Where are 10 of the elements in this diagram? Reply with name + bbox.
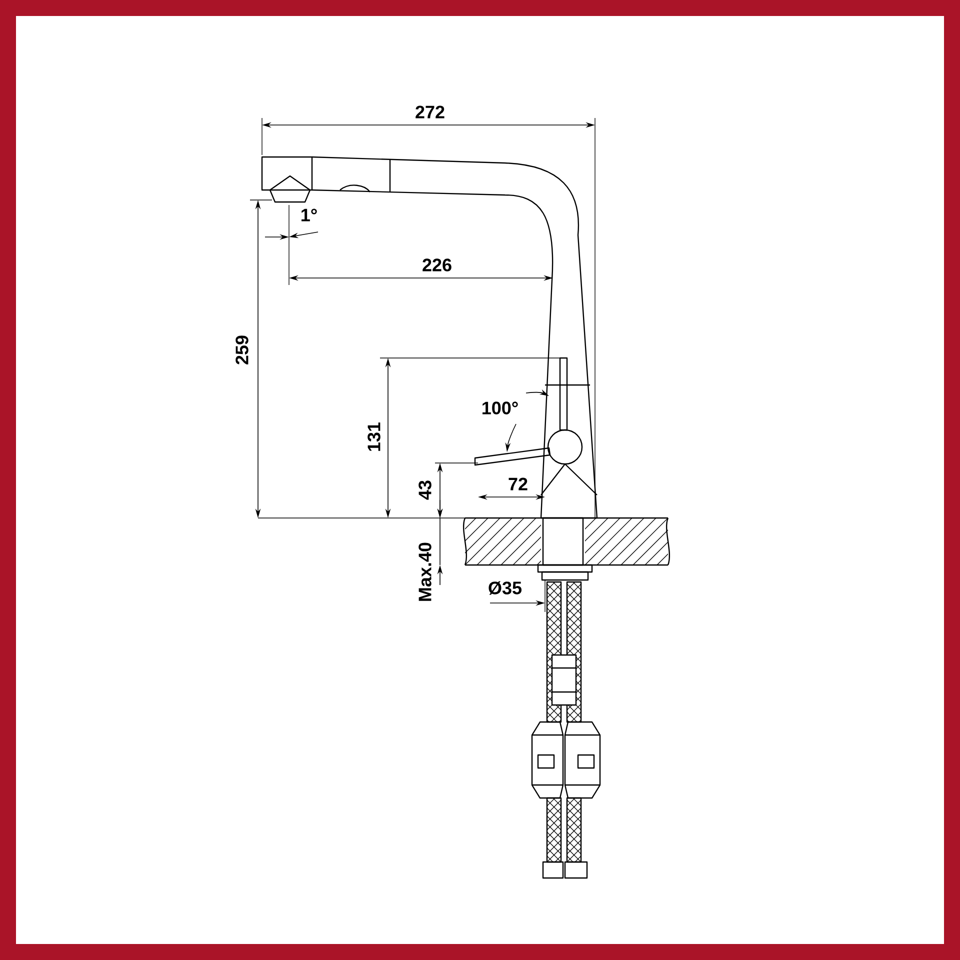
dimension-label: 131 [368,422,380,451]
dimension-label: Ø35 [488,581,522,595]
dimension-label: Max.40 [418,542,432,601]
dimension-label: 1° [302,208,317,222]
dimension-label: 43 [418,480,432,500]
dimension-label: 259 [236,336,248,364]
dimension-label: 72 [508,478,528,490]
dimension-label: 226 [422,258,452,272]
dimension-label: 100° [482,402,518,414]
dimension-label: 272 [416,106,444,118]
